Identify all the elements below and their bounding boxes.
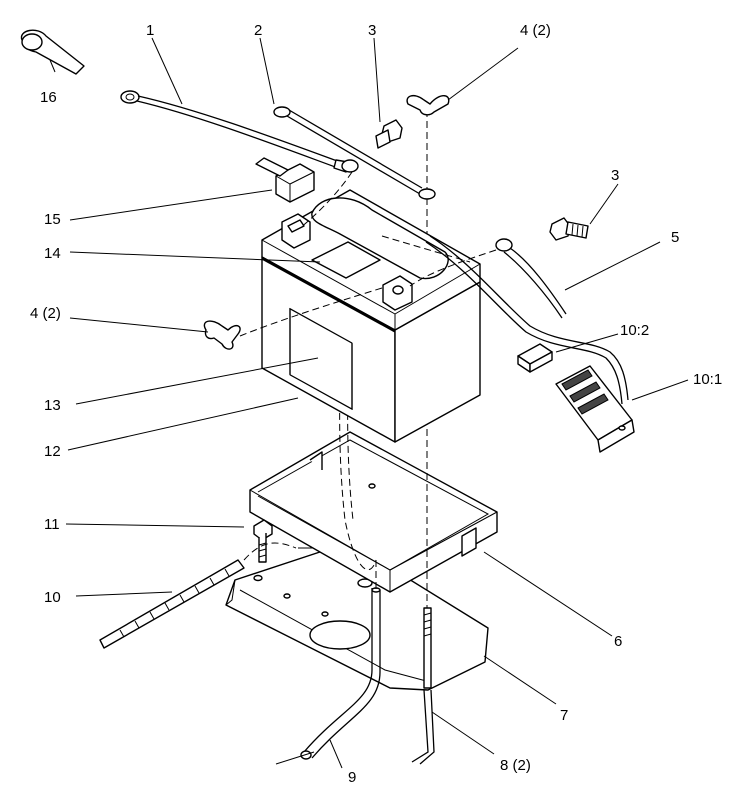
callout-9: 9 [348, 769, 356, 786]
callout-14: 14 [44, 245, 61, 262]
callout-15: 15 [44, 211, 61, 228]
callout-10-1: 10:1 [693, 371, 722, 388]
callout-3-top: 3 [368, 22, 376, 39]
wing-nut-top [406, 94, 450, 116]
callout-3-right: 3 [611, 167, 619, 184]
callout-2: 2 [254, 22, 262, 39]
callout-13: 13 [44, 397, 61, 414]
battery-tray [249, 431, 498, 593]
callout-4-top: 4 (2) [520, 22, 551, 39]
callout-1: 1 [146, 22, 154, 39]
wire-harness [425, 235, 635, 453]
callout-4-left: 4 (2) [30, 305, 61, 322]
flex-tube [99, 542, 297, 649]
battery [261, 189, 481, 443]
callout-10-2: 10:2 [620, 322, 649, 339]
callout-10: 10 [44, 589, 61, 606]
terminal-bolt-right [549, 217, 589, 241]
battery-terminals [281, 213, 413, 311]
negative-cable [20, 29, 359, 229]
callout-12: 12 [44, 443, 61, 460]
callout-16: 16 [40, 89, 57, 106]
callout-6: 6 [614, 633, 622, 650]
terminal-cover [255, 157, 315, 203]
hold-down-strap [273, 106, 436, 200]
callout-11: 11 [44, 516, 60, 533]
callout-8: 8 (2) [500, 757, 531, 774]
callout-labels: 16 1 2 3 4 (2) 3 5 15 14 4 (2) 10:2 10:1… [30, 22, 722, 786]
positive-cable [381, 235, 567, 319]
bolt [253, 519, 273, 563]
terminal-bolt-top [375, 119, 403, 149]
callout-7: 7 [560, 707, 568, 724]
leader-lines [49, 37, 689, 769]
callout-5: 5 [671, 229, 679, 246]
wing-nut-left [203, 287, 383, 350]
